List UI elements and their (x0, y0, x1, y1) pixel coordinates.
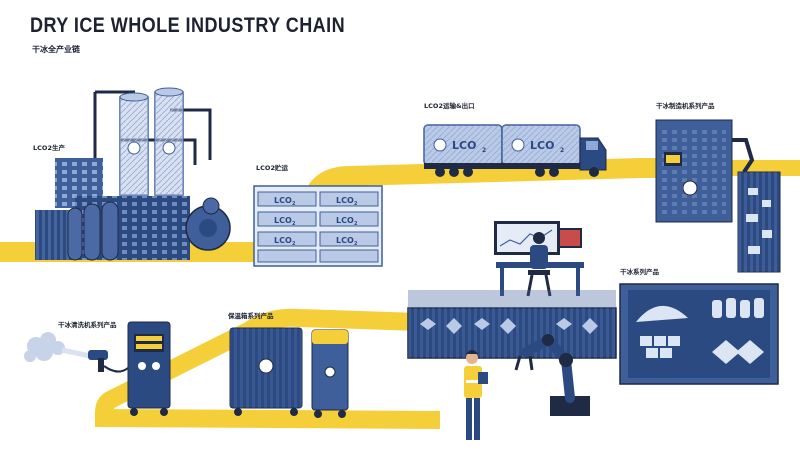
label-dry-ice-products: 干冰系列产品 (620, 268, 659, 276)
storage-tank-subscript-3: 2 (292, 221, 296, 227)
lco2-storage-tanks (253, 185, 383, 267)
production-conveyor (407, 290, 617, 359)
storage-tank-label-6: LCO (336, 236, 354, 245)
worker-figure (464, 350, 488, 440)
truck-tank-label-1: LCO (452, 139, 476, 152)
storage-tank-label-3: LCO (274, 216, 292, 225)
lco2-tank-truck (423, 124, 607, 177)
dry-ice-products-display (619, 283, 779, 385)
dry-ice-making-machine (655, 119, 781, 273)
label-lco2-production: LCO2生产 (33, 144, 65, 152)
storage-tank-label-2: LCO (336, 196, 354, 205)
storage-tank-label-4: LCO (336, 216, 354, 225)
robotic-arm (514, 333, 590, 416)
control-station (494, 221, 584, 297)
truck-tank-subscript-2: 2 (560, 147, 564, 154)
label-dry-ice-cleaning-machines: 干冰清洗机系列产品 (58, 321, 117, 329)
storage-tank-subscript-4: 2 (354, 221, 358, 227)
truck-tank-subscript-1: 2 (482, 147, 486, 154)
label-lco2-storage: LCO2贮运 (256, 164, 288, 172)
label-dry-ice-making-machines: 干冰制造机系列产品 (656, 102, 715, 110)
storage-tank-subscript-1: 2 (292, 201, 296, 207)
storage-tank-label-1: LCO (274, 196, 292, 205)
lco2-production-plant (35, 87, 231, 261)
page-subtitle: 干冰全产业链 (32, 45, 80, 54)
storage-tank-subscript-6: 2 (354, 241, 358, 247)
tank-labels: LCO 2 LCO 2 LCO 2 LCO 2 LCO 2 LCO 2 LCO … (274, 139, 564, 247)
page-title: DRY ICE WHOLE INDUSTRY CHAIN (30, 14, 346, 37)
label-lco2-transport-export: LCO2运输&出口 (424, 102, 475, 110)
storage-tank-subscript-2: 2 (354, 201, 358, 207)
insulated-boxes (229, 327, 349, 418)
storage-tank-subscript-5: 2 (292, 241, 296, 247)
label-insulated-boxes: 保温箱系列产品 (228, 312, 274, 320)
dry-ice-cleaning-machine (24, 321, 171, 416)
truck-tank-label-2: LCO (530, 139, 554, 152)
storage-tank-label-5: LCO (274, 236, 292, 245)
